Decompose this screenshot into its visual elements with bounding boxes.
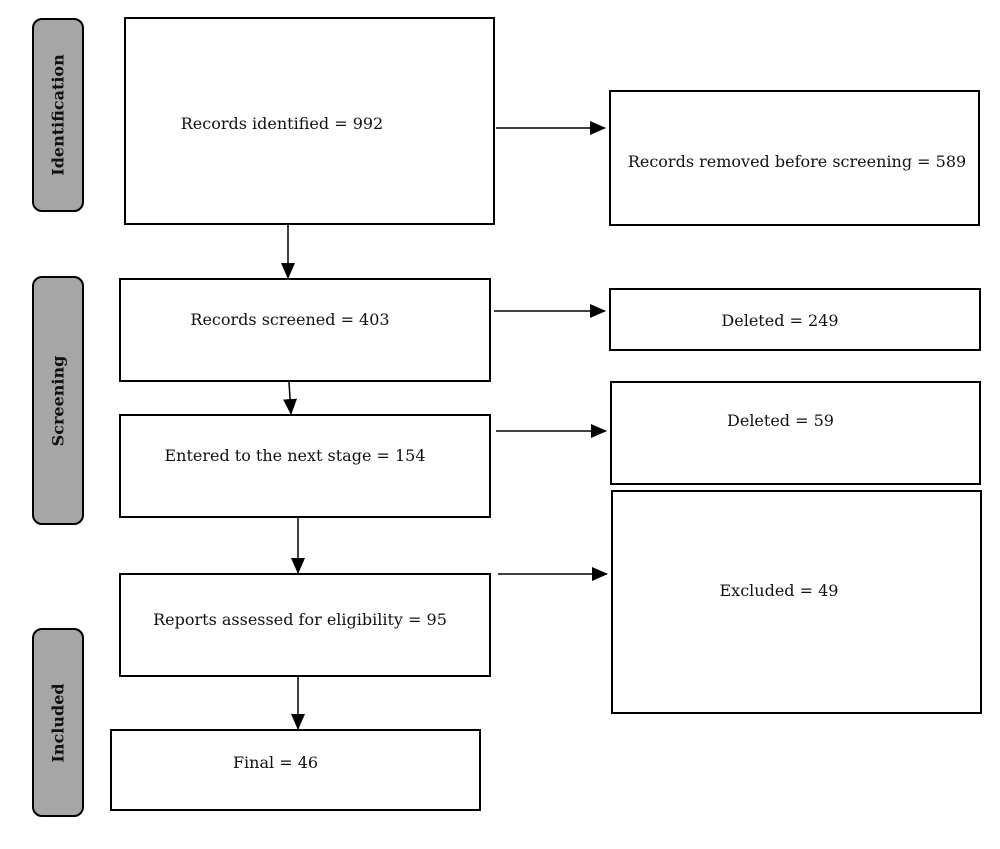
deleted-1-text: Deleted = 249: [721, 311, 839, 330]
arrow-screened-to-entered: [283, 381, 298, 415]
deleted-2-text: Deleted = 59: [727, 411, 834, 430]
records-identified-text: Records identified = 992: [180, 114, 384, 133]
entered-next-stage-box: Entered to the next stage = 154: [119, 414, 491, 518]
deleted-1-box: Deleted = 249: [609, 288, 981, 351]
final-text: Final = 46: [232, 753, 319, 772]
reports-assessed-box: Reports assessed for eligibility = 95: [119, 573, 491, 677]
phase-identification: Identification: [32, 18, 84, 212]
excluded-box: Excluded = 49: [611, 490, 982, 714]
phase-screening: Screening: [32, 276, 84, 525]
reports-assessed-text: Reports assessed for eligibility = 95: [153, 610, 447, 629]
entered-next-stage-text: Entered to the next stage = 154: [164, 446, 426, 465]
phase-included: Included: [32, 628, 84, 817]
records-screened-box: Records screened = 403: [119, 278, 491, 382]
final-box: Final = 46: [110, 729, 481, 811]
records-removed-text: Records removed before screening = 589: [627, 152, 967, 171]
excluded-text: Excluded = 49: [719, 581, 839, 600]
records-identified-box: Records identified = 992: [124, 17, 495, 225]
records-removed-box: Records removed before screening = 589: [609, 90, 980, 226]
deleted-2-box: Deleted = 59: [610, 381, 981, 485]
records-screened-text: Records screened = 403: [190, 310, 390, 329]
